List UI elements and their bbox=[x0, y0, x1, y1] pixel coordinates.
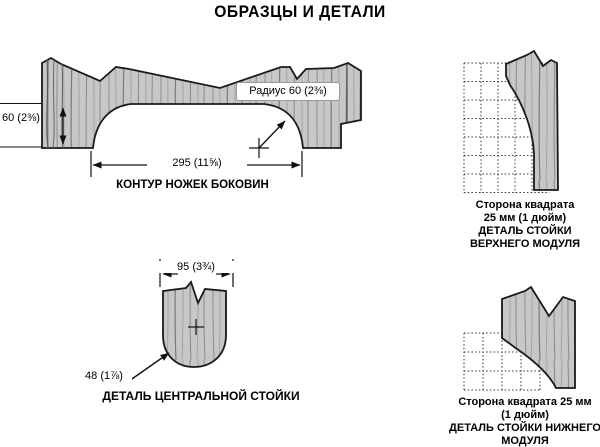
central-post-width-dim: 95 (3¾) bbox=[146, 261, 246, 273]
lower-module-post-shape bbox=[501, 285, 576, 389]
upper-module-post-shape bbox=[505, 49, 559, 191]
side-legs-width-dim: 295 (11⅝) bbox=[147, 157, 247, 169]
bottom-radius-arrow bbox=[128, 352, 170, 382]
dark-grain-line bbox=[52, 59, 55, 149]
central-post-caption: ДЕТАЛЬ ЦЕНТРАЛЬНОЙ СТОЙКИ bbox=[102, 389, 300, 403]
central-post-shape bbox=[162, 280, 227, 368]
side-legs-diagram bbox=[0, 56, 362, 177]
side-legs-caption: КОНТУР НОЖЕК БОКОВИН bbox=[116, 179, 269, 191]
central-post-diagram bbox=[128, 259, 234, 382]
side-legs-radius-label: Радиус 60 (2⅜) bbox=[236, 82, 340, 101]
lower-post-caption-line2: (1 дюйм) bbox=[501, 409, 549, 421]
upper-post-caption-line3: ДЕТАЛЬ СТОЙКИ bbox=[478, 225, 572, 237]
lower-post-caption-line3: ДЕТАЛЬ СТОЙКИ НИЖНЕГО bbox=[449, 422, 600, 434]
upper-post-caption-line4: ВЕРХНЕГО МОДУЛЯ bbox=[469, 238, 581, 250]
page-title: ОБРАЗЦЫ И ДЕТАЛИ bbox=[214, 2, 386, 21]
side-legs-height-dim: 60 (2⅜) bbox=[2, 112, 40, 124]
lower-post-caption-line1: Сторона квадрата 25 мм bbox=[458, 396, 592, 408]
upper-post-caption-line2: 25 мм (1 дюйм) bbox=[483, 212, 567, 224]
upper-post-caption-line1: Сторона квадрата bbox=[475, 199, 575, 211]
radius-arrow bbox=[258, 120, 286, 149]
dark-grain-line bbox=[46, 59, 49, 149]
side-legs-shape bbox=[41, 56, 362, 149]
lower-post-caption-line4: МОДУЛЯ bbox=[501, 435, 549, 447]
central-post-radius-dim: 48 (1⅞) bbox=[76, 370, 132, 382]
